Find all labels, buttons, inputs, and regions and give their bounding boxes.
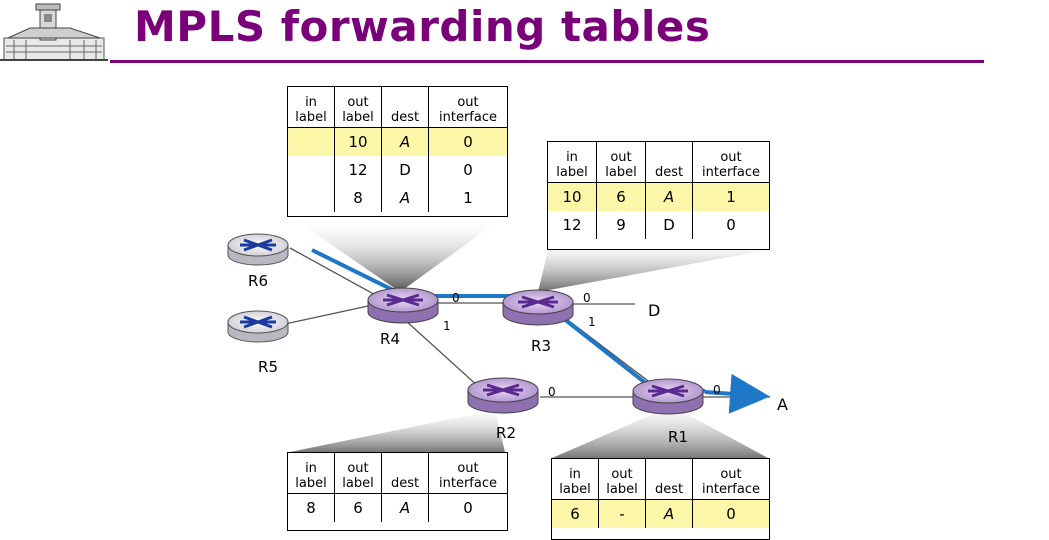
iface-r3-0: 0 — [583, 291, 591, 305]
router-r1[interactable] — [632, 378, 704, 415]
router-r5[interactable] — [227, 310, 289, 343]
router-icon — [518, 295, 558, 309]
lsp-exit-arrow — [704, 373, 770, 414]
router-r3[interactable] — [502, 289, 574, 326]
r3-table-callout — [538, 250, 768, 292]
iface-r1-0: 0 — [713, 383, 721, 397]
dest-label-a: A — [777, 395, 788, 414]
router-icon — [648, 384, 688, 398]
r1-table-callout — [552, 406, 768, 458]
col-dest: dest — [381, 87, 429, 128]
router-label-r6: R6 — [248, 272, 268, 290]
router-label-r4: R4 — [380, 330, 400, 348]
dest-label-d: D — [648, 301, 660, 320]
title-rule — [110, 60, 984, 63]
router-icon — [240, 315, 276, 329]
iface-r4-1: 1 — [443, 319, 451, 333]
iface-r3-1: 1 — [588, 315, 596, 329]
logo — [0, 3, 108, 61]
router-icon — [483, 383, 523, 397]
router-r2[interactable] — [467, 377, 539, 414]
router-r6[interactable] — [227, 233, 289, 266]
router-icon — [383, 293, 423, 307]
router-r4[interactable] — [367, 287, 439, 324]
router-icon — [240, 238, 276, 252]
router-label-r2: R2 — [496, 424, 516, 442]
r4-table-callout — [290, 216, 505, 292]
router-label-r5: R5 — [258, 358, 278, 376]
r2-table-callout — [290, 410, 505, 452]
router-label-r1: R1 — [668, 428, 688, 446]
page-title: MPLS forwarding tables — [134, 2, 711, 51]
iface-r2-0: 0 — [548, 385, 556, 399]
router-label-r3: R3 — [531, 337, 551, 355]
iface-r4-0: 0 — [452, 291, 460, 305]
